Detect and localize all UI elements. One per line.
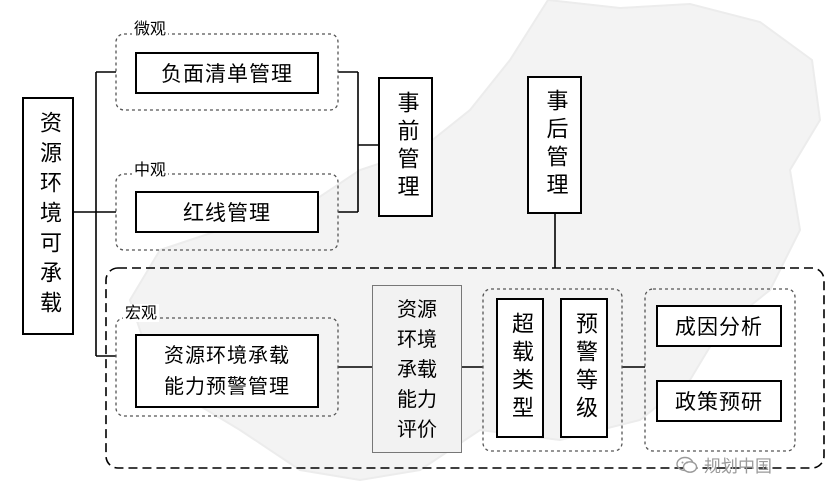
type-grade-group xyxy=(482,288,623,452)
watermark: 规划中国 xyxy=(676,452,772,477)
post-management-box: 事后管理 xyxy=(527,76,582,214)
level-meso-label: 中观 xyxy=(132,160,169,179)
pre-management-box: 事前管理 xyxy=(378,77,433,217)
watermark-text: 规划中国 xyxy=(704,457,772,477)
exceed-type-label: 超载类型 xyxy=(508,312,533,424)
wechat-icon xyxy=(676,456,698,473)
pre-management-label: 事前管理 xyxy=(393,91,419,203)
exceed-type-box: 超载类型 xyxy=(496,298,544,438)
meso-group xyxy=(115,173,339,251)
cause-analysis-label: 成因分析 xyxy=(675,315,763,339)
red-line-box: 红线管理 xyxy=(135,191,319,233)
left-title-box: 资源环境可承载 xyxy=(22,97,74,335)
analysis-group xyxy=(644,288,796,452)
warning-grade-label: 预警等级 xyxy=(572,312,597,424)
policy-research-label: 政策预研 xyxy=(675,390,763,414)
warning-grade-box: 预警等级 xyxy=(560,298,608,438)
evaluation-box: 资源环境承载能力评价 xyxy=(372,285,462,453)
early-warning-label-line2: 能力预警管理 xyxy=(164,374,290,398)
early-warning-label-line1: 资源环境承载 xyxy=(164,343,290,367)
post-management-label: 事后管理 xyxy=(542,89,568,201)
macro-outer-group xyxy=(105,267,825,469)
cause-analysis-box: 成因分析 xyxy=(656,305,782,347)
left-title: 资源环境可承载 xyxy=(36,111,61,321)
level-micro-label: 微观 xyxy=(132,19,169,38)
negative-list-box: 负面清单管理 xyxy=(135,52,319,94)
early-warning-box: 资源环境承载 能力预警管理 xyxy=(135,334,319,408)
micro-group xyxy=(115,33,339,111)
negative-list-label: 负面清单管理 xyxy=(161,62,293,86)
evaluation-label: 资源环境承载能力评价 xyxy=(397,297,437,441)
policy-research-box: 政策预研 xyxy=(656,380,782,422)
macro-group xyxy=(115,317,339,417)
level-macro-label: 宏观 xyxy=(123,303,160,322)
red-line-label: 红线管理 xyxy=(183,201,271,225)
